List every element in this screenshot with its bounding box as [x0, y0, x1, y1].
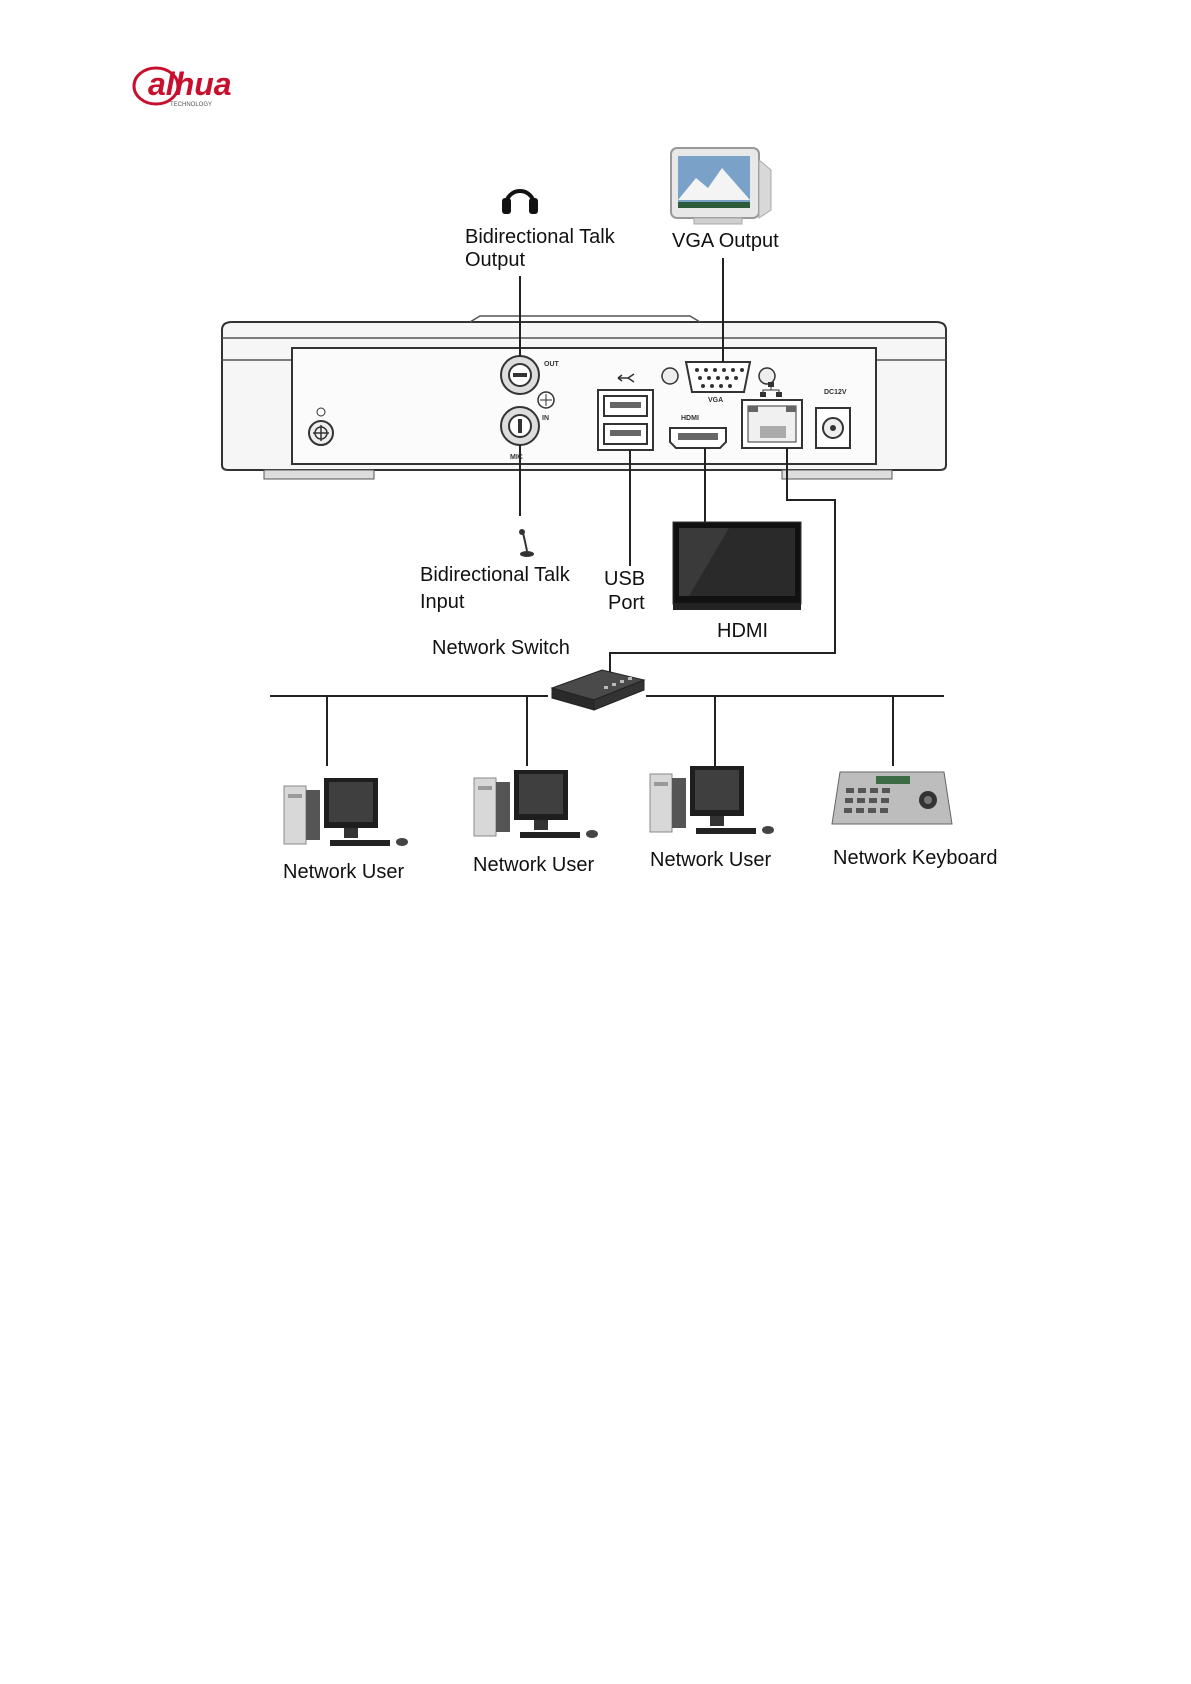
network-switch-label: Network Switch	[432, 636, 570, 660]
network-user-label-1: Network User	[283, 860, 404, 884]
network-user-label-2: Network User	[473, 853, 594, 877]
vga-port-label: VGA	[708, 397, 723, 404]
talk-output-label-line-1: Bidirectional Talk	[465, 225, 615, 249]
in-port-label: IN	[542, 415, 549, 422]
mic-in-jack	[501, 407, 539, 445]
dc-power-jack	[816, 408, 850, 448]
hdmi-label: HDMI	[717, 619, 768, 643]
network-keyboard-label: Network Keyboard	[833, 846, 998, 870]
vga-output-label: VGA Output	[672, 229, 779, 253]
network-user-label-3: Network User	[650, 848, 771, 872]
talk-output-label-line-2: Output	[465, 248, 525, 272]
usb-label-line-2: Port	[608, 591, 645, 615]
recorder-rear-panel: OUT IN MIC	[222, 316, 946, 479]
power-port-label: DC12V	[824, 389, 847, 396]
usb-label-line-1: USB	[604, 567, 645, 591]
audio-out-jack	[501, 356, 539, 394]
network-user-pc-icon-2	[474, 770, 598, 838]
hdmi-tv-icon	[673, 522, 801, 610]
vga-monitor-icon	[671, 148, 771, 224]
network-user-pc-icon-1	[284, 778, 408, 846]
talk-input-label-line-2: Input	[420, 590, 464, 614]
hdmi-port-label: HDMI	[681, 415, 699, 422]
network-user-pc-icon-3	[650, 766, 774, 834]
out-port-label: OUT	[544, 361, 560, 368]
hdmi-port	[670, 428, 726, 448]
network-switch-icon	[552, 670, 644, 710]
network-keyboard-icon	[832, 772, 952, 824]
microphone-icon	[519, 529, 534, 557]
talk-input-label-line-1: Bidirectional Talk	[420, 563, 570, 587]
headphone-icon	[502, 191, 538, 214]
rj45-ethernet-port	[742, 400, 802, 448]
